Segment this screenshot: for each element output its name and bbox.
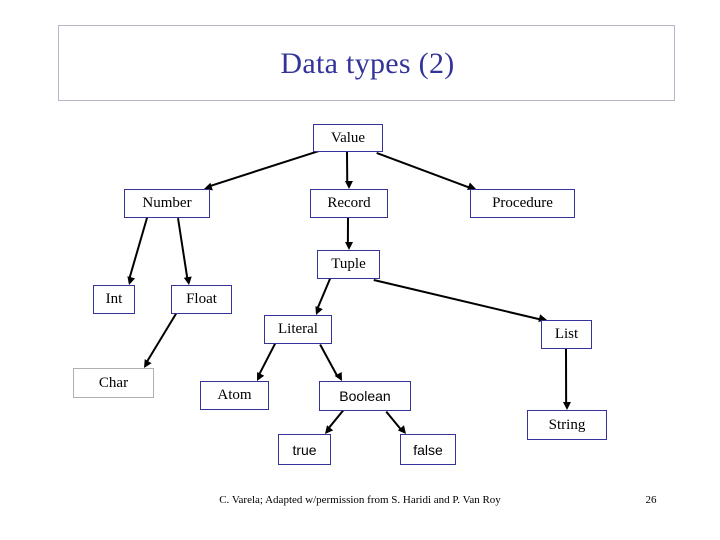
slide-number: 26 bbox=[645, 494, 657, 506]
tree-edge-literal-to-atom bbox=[257, 343, 276, 376]
tree-node-boolean: Boolean bbox=[319, 381, 411, 411]
tree-edge-float-to-char bbox=[145, 312, 177, 363]
tree-node-record: Record bbox=[310, 189, 388, 218]
tree-edge-number-to-float bbox=[177, 218, 189, 280]
page-title: Data types (2) bbox=[280, 47, 455, 80]
tree-edge-list-to-string bbox=[564, 349, 567, 405]
tree-node-label: Float bbox=[186, 291, 217, 307]
tree-node-label: Boolean bbox=[339, 388, 391, 404]
tree-node-label: Char bbox=[98, 374, 129, 391]
tree-arrowhead-tuple bbox=[344, 241, 353, 251]
tree-edge-value-to-record bbox=[346, 152, 349, 184]
tree-node-int: Int bbox=[93, 285, 135, 314]
tree-node-label: Int bbox=[105, 291, 123, 307]
tree-node-true: true bbox=[278, 434, 331, 465]
tree-node-list: List bbox=[541, 320, 592, 349]
tree-node-literal: Literal bbox=[264, 315, 332, 344]
tree-node-label: Value bbox=[330, 129, 366, 146]
tree-edge-literal-to-boolean bbox=[319, 344, 339, 377]
tree-node-label: Record bbox=[327, 195, 371, 211]
tree-arrowhead-string bbox=[562, 401, 571, 411]
tree-node-label: List bbox=[554, 326, 579, 342]
tree-edge-value-to-procedure bbox=[376, 152, 471, 189]
tree-edge-record-to-tuple bbox=[346, 217, 349, 244]
tree-edge-boolean-to-true bbox=[327, 409, 344, 430]
tree-node-label: Literal bbox=[278, 321, 318, 337]
tree-node-tuple: Tuple bbox=[317, 250, 380, 279]
tree-edge-number-to-int bbox=[128, 217, 149, 280]
tree-node-label: String bbox=[548, 416, 586, 433]
tree-edge-tuple-to-list bbox=[373, 279, 542, 321]
tree-node-label: true bbox=[292, 441, 317, 458]
tree-node-label: Atom bbox=[217, 387, 252, 403]
tree-node-char: Char bbox=[73, 368, 154, 398]
tree-arrowhead-record bbox=[344, 180, 353, 190]
tree-node-label: Number bbox=[142, 195, 192, 211]
tree-node-procedure: Procedure bbox=[470, 189, 575, 218]
tree-edge-tuple-to-literal bbox=[316, 278, 331, 310]
tree-edge-value-to-number bbox=[209, 150, 319, 188]
tree-node-atom: Atom bbox=[200, 381, 269, 410]
tree-node-false: false bbox=[400, 434, 456, 465]
tree-node-value: Value bbox=[313, 124, 383, 152]
tree-node-string: String bbox=[527, 410, 607, 440]
tree-node-float: Float bbox=[171, 285, 232, 314]
tree-node-label: Procedure bbox=[492, 195, 553, 211]
footer-credit: C. Varela; Adapted w/permission from S. … bbox=[219, 494, 501, 506]
tree-node-label: false bbox=[413, 441, 443, 458]
tree-node-number: Number bbox=[124, 189, 210, 218]
tree-node-label: Tuple bbox=[331, 256, 366, 272]
title-placeholder: Data types (2) bbox=[58, 25, 675, 101]
